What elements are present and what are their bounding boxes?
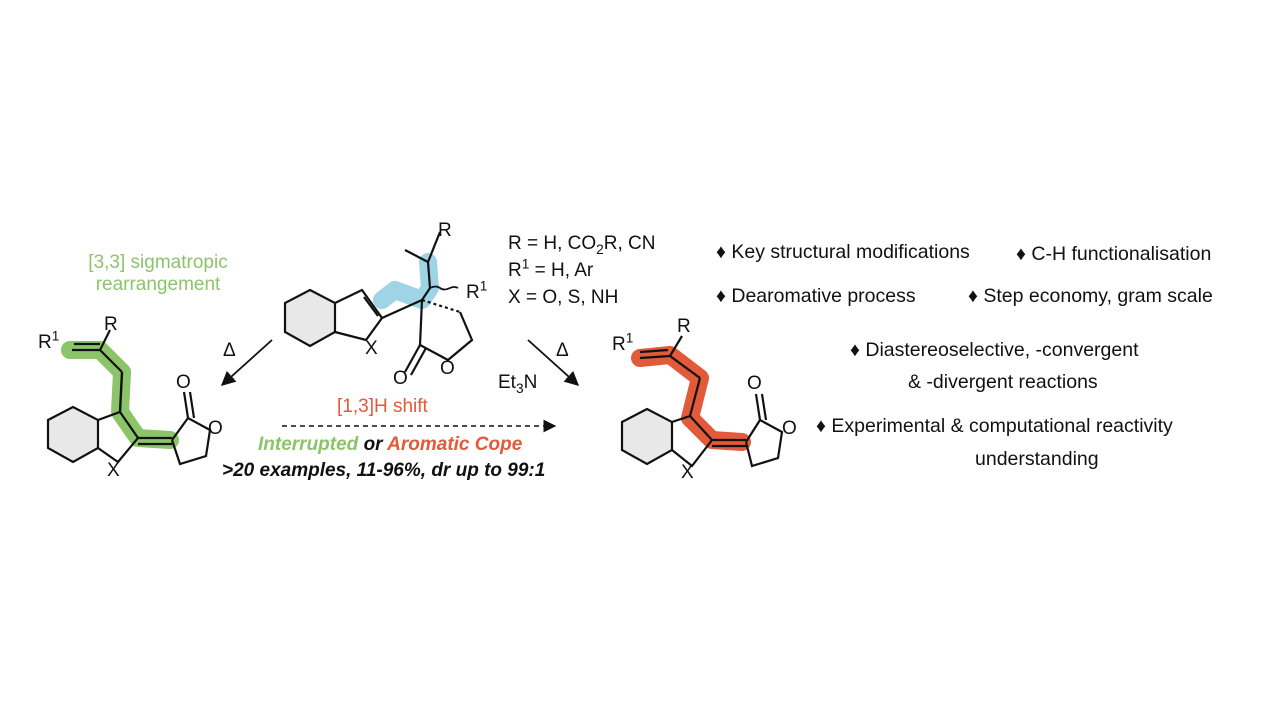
benzene-ring-right — [620, 407, 674, 466]
heat-right: Δ — [556, 340, 569, 361]
atom-r1-right: R1 — [612, 330, 634, 355]
atom-r1-left: R1 — [38, 328, 60, 353]
lactone-ring-sm — [418, 299, 474, 362]
atom-o-ring-sm: O — [440, 358, 455, 379]
reaction-type: Interrupted or Aromatic Cope — [258, 434, 523, 455]
benzene-ring-sm — [283, 288, 337, 348]
atom-o-carbonyl-sm: O — [393, 368, 408, 389]
aromatic-cope-product — [620, 335, 784, 468]
interrupted-cope-product — [46, 329, 212, 466]
diamond-icon: ♦ — [968, 285, 978, 307]
atom-o-carbonyl-left: O — [176, 372, 191, 393]
scope-summary: >20 examples, 11-96%, dr up to 99:1 — [222, 460, 546, 481]
atom-r-left: R — [104, 314, 118, 335]
atom-o-ring-right: O — [782, 418, 797, 439]
base-label: Et3N — [498, 372, 538, 396]
arrow-left — [220, 339, 273, 386]
atom-r1-sm: R1 — [466, 278, 488, 303]
bullet-dearomative: ♦ Dearomative process — [716, 285, 916, 307]
substituent-r1: R1 = H, Ar — [508, 256, 594, 281]
sigmatropic-label: [3,3] sigmatropic rearrangement — [88, 252, 228, 295]
bullet-divergent-cont: & -divergent reactions — [908, 371, 1098, 393]
atom-o-ring-left: O — [208, 418, 223, 439]
atom-x-right: X — [681, 462, 694, 483]
bullet-step-economy: ♦ Step economy, gram scale — [968, 285, 1213, 307]
heat-left: Δ — [223, 340, 236, 361]
bullet-diastereoselective: ♦ Diastereoselective, -convergent — [850, 339, 1139, 361]
diamond-icon: ♦ — [816, 415, 826, 437]
shift-label: [1,3]H shift — [337, 396, 428, 417]
arrow-right — [527, 339, 580, 386]
diamond-icon: ♦ — [716, 241, 726, 263]
bullet-ch-functionalisation: ♦ C-H functionalisation — [1016, 243, 1212, 265]
atom-x-left: X — [107, 460, 120, 481]
atom-r-sm: R — [438, 220, 452, 241]
starting-material — [283, 231, 474, 376]
bullet-experimental: ♦ Experimental & computational reactivit… — [816, 415, 1173, 437]
bullet-understanding-cont: understanding — [975, 448, 1099, 470]
diamond-icon: ♦ — [716, 285, 726, 307]
atom-x-sm: X — [365, 338, 378, 359]
atom-o-carbonyl-right: O — [747, 373, 762, 394]
lactone-ring-right — [744, 418, 784, 468]
bullet-key-modifications: ♦ Key structural modifications — [716, 241, 970, 263]
diamond-icon: ♦ — [850, 339, 860, 361]
benzene-ring-left — [46, 405, 100, 464]
lactone-ring-left — [170, 416, 212, 466]
blue-highlight — [373, 253, 439, 309]
substituent-r: R = H, CO2R, CN — [508, 233, 656, 257]
atom-r-right: R — [677, 316, 691, 337]
diamond-icon: ♦ — [1016, 243, 1026, 265]
substituent-x: X = O, S, NH — [508, 287, 619, 308]
